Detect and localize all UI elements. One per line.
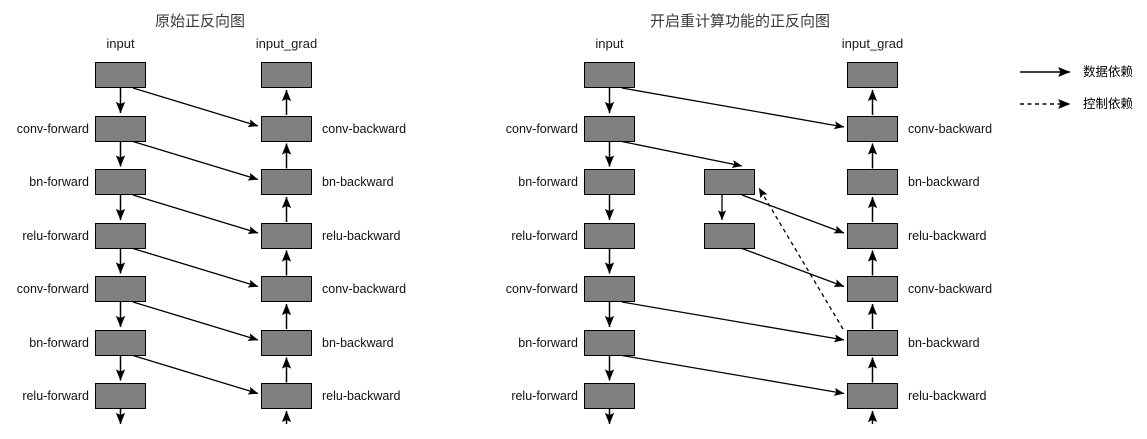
label-backward-bn-1-recompute: bn-backward <box>908 175 980 189</box>
node-forward-bn-1-original[interactable] <box>95 169 146 195</box>
node-forward-input-recompute[interactable] <box>584 62 635 88</box>
node-forward-relu-2-original[interactable] <box>95 383 146 409</box>
node-forward-conv-2-recompute[interactable] <box>584 276 635 302</box>
node-recompute-bn[interactable] <box>704 169 755 195</box>
node-backward-conv-1-recompute[interactable] <box>847 115 898 142</box>
node-forward-conv-1-recompute[interactable] <box>584 115 635 142</box>
label-forward-bn-1-original: bn-forward <box>29 175 89 189</box>
node-forward-conv-2-original[interactable] <box>95 276 146 302</box>
label-forward-conv-1-original: conv-forward <box>16 121 89 136</box>
node-backward-relu-2-recompute[interactable] <box>847 383 898 409</box>
column-header-input-recompute: input <box>595 36 624 51</box>
node-forward-input-original[interactable] <box>95 62 146 88</box>
original-cross-edges <box>132 87 259 395</box>
node-backward-relu-1-recompute[interactable] <box>847 222 898 249</box>
label-forward-relu-2-original: relu-forward <box>22 389 89 403</box>
node-backward-bn-2-recompute[interactable] <box>847 329 898 356</box>
label-forward-relu-1-original: relu-forward <box>22 228 89 243</box>
label-backward-relu-2-recompute: relu-backward <box>908 389 987 403</box>
label-backward-relu-1-recompute: relu-backward <box>908 228 987 243</box>
diagram-title-recompute: 开启重计算功能的正反向图 <box>649 13 830 30</box>
control-dependency-edge <box>758 187 844 330</box>
label-forward-bn-2-original: bn-forward <box>29 335 89 350</box>
node-recompute-relu[interactable] <box>704 222 755 249</box>
label-backward-bn-2-original: bn-backward <box>322 335 394 350</box>
node-forward-relu-1-recompute[interactable] <box>584 222 635 249</box>
node-backward-relu-2-original[interactable] <box>261 383 312 409</box>
label-backward-relu-1-original: relu-backward <box>322 228 401 243</box>
label-backward-relu-2-original: relu-backward <box>322 389 401 403</box>
label-forward-relu-1-recompute: relu-forward <box>511 228 578 243</box>
label-backward-conv-1-recompute: conv-backward <box>908 121 993 136</box>
node-backward-input-grad-original[interactable] <box>261 62 312 88</box>
column-header-input-original: input <box>106 36 135 51</box>
node-forward-bn-2-original[interactable] <box>95 329 146 356</box>
node-forward-bn-2-recompute[interactable] <box>584 329 635 356</box>
label-forward-bn-1-recompute: bn-forward <box>518 175 578 189</box>
node-forward-conv-1-original[interactable] <box>95 115 146 142</box>
label-forward-conv-2-recompute: conv-forward <box>505 282 578 296</box>
label-forward-conv-1-recompute: conv-forward <box>505 121 578 136</box>
label-backward-conv-2-original: conv-backward <box>322 282 407 296</box>
node-forward-bn-1-recompute[interactable] <box>584 169 635 195</box>
legend-label-control-dependency: 控制依赖 <box>1083 97 1134 111</box>
label-backward-conv-1-original: conv-backward <box>322 121 407 136</box>
column-header-input-grad-recompute: input_grad <box>841 36 904 51</box>
node-forward-relu-2-recompute[interactable] <box>584 383 635 409</box>
diagram-title-original: 原始正反向图 <box>154 13 245 30</box>
label-forward-bn-2-recompute: bn-forward <box>518 335 578 350</box>
node-backward-bn-1-recompute[interactable] <box>847 169 898 195</box>
legend-label-data-dependency: 数据依赖 <box>1083 65 1134 79</box>
node-backward-conv-1-original[interactable] <box>261 115 312 142</box>
node-backward-bn-1-original[interactable] <box>261 169 312 195</box>
node-backward-conv-2-recompute[interactable] <box>847 276 898 302</box>
node-backward-bn-2-original[interactable] <box>261 329 312 356</box>
label-forward-relu-2-recompute: relu-forward <box>511 389 578 403</box>
label-backward-bn-1-original: bn-backward <box>322 175 394 189</box>
label-backward-bn-2-recompute: bn-backward <box>908 335 980 350</box>
node-backward-input-grad-recompute[interactable] <box>847 62 898 88</box>
column-header-input-grad-original: input_grad <box>255 36 318 51</box>
node-forward-relu-1-original[interactable] <box>95 222 146 249</box>
node-backward-conv-2-original[interactable] <box>261 276 312 302</box>
label-forward-conv-2-original: conv-forward <box>16 282 89 296</box>
label-backward-conv-2-recompute: conv-backward <box>908 282 993 296</box>
node-backward-relu-1-original[interactable] <box>261 222 312 249</box>
